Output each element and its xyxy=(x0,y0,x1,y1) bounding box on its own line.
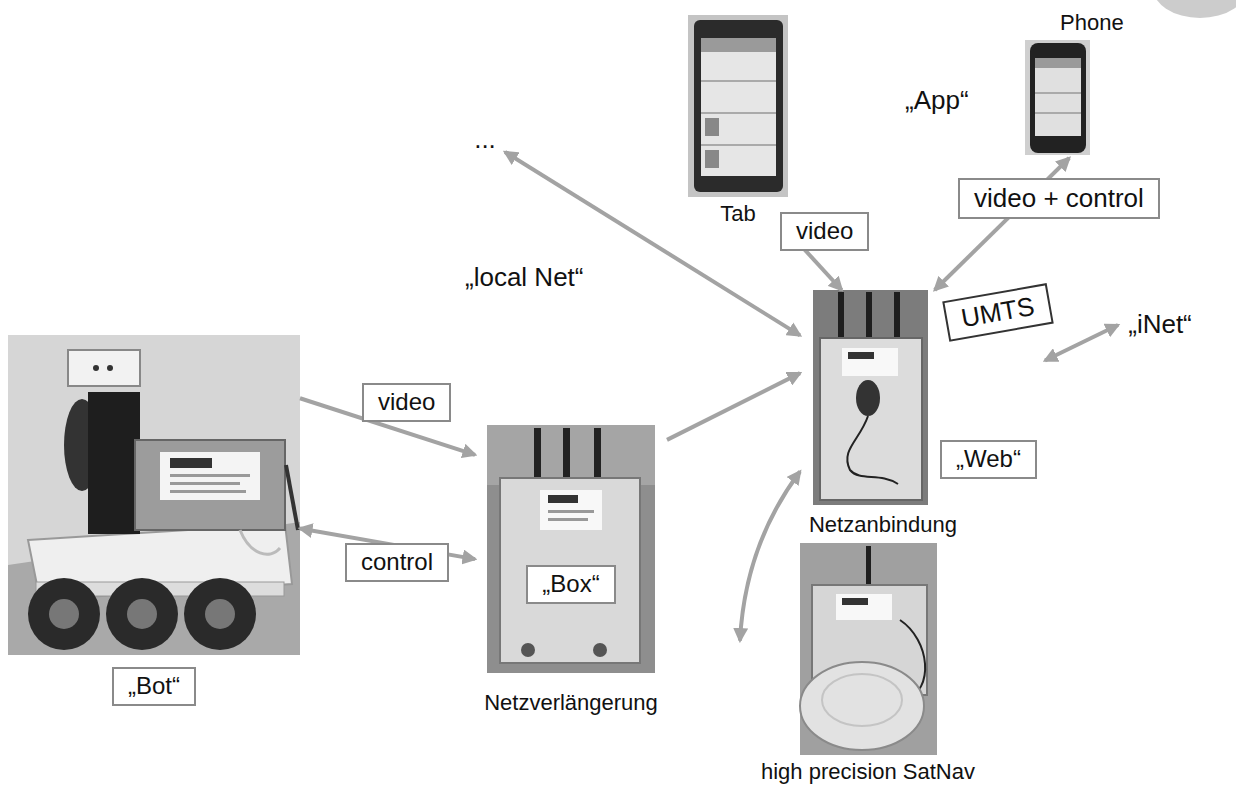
connector-arrow xyxy=(505,152,800,335)
caption-text: Netzverlängerung xyxy=(484,690,658,715)
robot-photo-part xyxy=(68,350,140,386)
tablet-photo-part xyxy=(701,112,776,114)
tablet-photo-part xyxy=(701,80,776,82)
robot-photo-part xyxy=(205,599,235,629)
network-device-photo-part xyxy=(866,292,872,342)
caption-text: ... xyxy=(474,125,496,155)
network-device-photo-part xyxy=(847,416,898,484)
robot-photo-part xyxy=(170,474,250,477)
phone-photo-part xyxy=(1035,92,1081,94)
tablet-photo-part xyxy=(694,20,783,192)
caption-text: Tab xyxy=(720,201,755,226)
box-device-photo-part xyxy=(594,428,601,482)
robot-photo-part xyxy=(107,365,113,371)
box-device-photo-part xyxy=(500,478,640,663)
robot-photo-part xyxy=(127,599,157,629)
caption-text: „App“ xyxy=(905,86,969,116)
phone-photo-part xyxy=(1025,40,1090,155)
boxed-edge-label: UMTS xyxy=(942,283,1053,342)
phone-photo-part xyxy=(1035,112,1081,114)
boxed-label: „Bot“ xyxy=(112,667,196,706)
device-node: high precision SatNav xyxy=(740,543,1010,787)
device-node: „Bot“ xyxy=(8,335,300,707)
boxed-edge-label: video xyxy=(362,383,451,422)
robot-photo-part xyxy=(170,490,246,493)
phone-photo xyxy=(1025,40,1090,155)
phone-photo-part xyxy=(1030,43,1086,153)
edge-label: „local Net“ xyxy=(462,262,586,293)
box-device-photo-part xyxy=(548,495,578,503)
box-device-photo-part xyxy=(487,425,655,673)
robot-photo-part xyxy=(286,465,298,530)
robot-photo-part xyxy=(160,452,260,500)
satnav-device-photo xyxy=(800,543,937,755)
satnav-device-photo-part xyxy=(800,662,924,750)
box-device-photo-part xyxy=(563,428,570,482)
phone-photo-part xyxy=(1035,58,1081,136)
satnav-device-photo-part xyxy=(800,543,937,755)
tablet-photo-part xyxy=(701,144,776,146)
boxed-edge-label: video xyxy=(780,212,869,251)
box-device-photo-part xyxy=(487,425,655,485)
robot-photo-part xyxy=(106,578,178,650)
corner-circle xyxy=(1152,0,1236,18)
tablet-photo-part xyxy=(701,38,776,52)
network-device-photo xyxy=(813,290,928,505)
connector-arrow xyxy=(740,471,800,640)
caption-text: Phone xyxy=(1060,10,1124,35)
box-device-photo xyxy=(487,425,655,673)
robot-photo-part xyxy=(240,530,280,554)
connector-arrow xyxy=(1045,325,1118,361)
robot-photo-part xyxy=(88,392,140,534)
tablet-photo-part xyxy=(705,150,719,168)
boxed-label: „Web“ xyxy=(940,440,1037,479)
box-device-photo-part xyxy=(548,518,588,521)
robot-photo-part xyxy=(28,578,100,650)
robot-photo-part xyxy=(93,365,99,371)
satnav-device-photo-part xyxy=(866,546,871,590)
tablet-photo-part xyxy=(688,15,788,197)
box-device-photo-part xyxy=(521,643,535,657)
network-device-photo-part xyxy=(813,290,928,505)
robot-photo-part xyxy=(170,482,240,485)
boxed-label: „Box“ xyxy=(526,565,615,604)
box-device-photo-part xyxy=(540,490,602,530)
network-device-photo-part xyxy=(856,380,880,416)
phone-photo-part xyxy=(1035,58,1081,68)
device-node: ... xyxy=(465,125,505,155)
robot-photo xyxy=(8,335,300,655)
connector-arrow xyxy=(667,373,800,440)
box-device-photo-part xyxy=(548,510,594,513)
tablet-photo xyxy=(688,15,788,197)
robot-photo-part xyxy=(184,578,256,650)
device-node: Phone „App“ xyxy=(900,8,1135,158)
robot-photo-part xyxy=(170,458,212,468)
device-node: Tab xyxy=(684,15,792,230)
satnav-device-photo-part xyxy=(842,598,868,605)
device-node: „iNet“ xyxy=(1118,308,1203,342)
corner-circle-part xyxy=(1152,0,1236,18)
tablet-photo-part xyxy=(701,38,776,176)
robot-photo-part xyxy=(135,440,285,530)
caption-text: high precision SatNav xyxy=(761,759,975,784)
box-device-photo-part xyxy=(593,643,607,657)
box-device-photo-part xyxy=(534,428,541,482)
network-device-photo-part xyxy=(894,292,900,342)
caption-text: „iNet“ xyxy=(1128,310,1192,340)
boxed-edge-label: video + control xyxy=(958,178,1160,219)
network-device-photo-part xyxy=(838,292,844,342)
robot-photo-part xyxy=(8,335,300,655)
network-device-photo-part xyxy=(842,348,898,376)
satnav-device-photo-part xyxy=(822,674,902,726)
network-device-photo-part xyxy=(820,338,922,500)
tablet-photo-part xyxy=(705,118,719,136)
network-device-photo-part xyxy=(848,352,874,359)
robot-photo-part xyxy=(8,522,300,655)
robot-photo-part xyxy=(49,599,79,629)
satnav-device-photo-part xyxy=(836,594,892,620)
boxed-edge-label: control xyxy=(345,543,449,582)
device-node: „Box“ Netzverlängerung xyxy=(475,425,667,723)
caption-text: Netzanbindung xyxy=(809,512,957,537)
